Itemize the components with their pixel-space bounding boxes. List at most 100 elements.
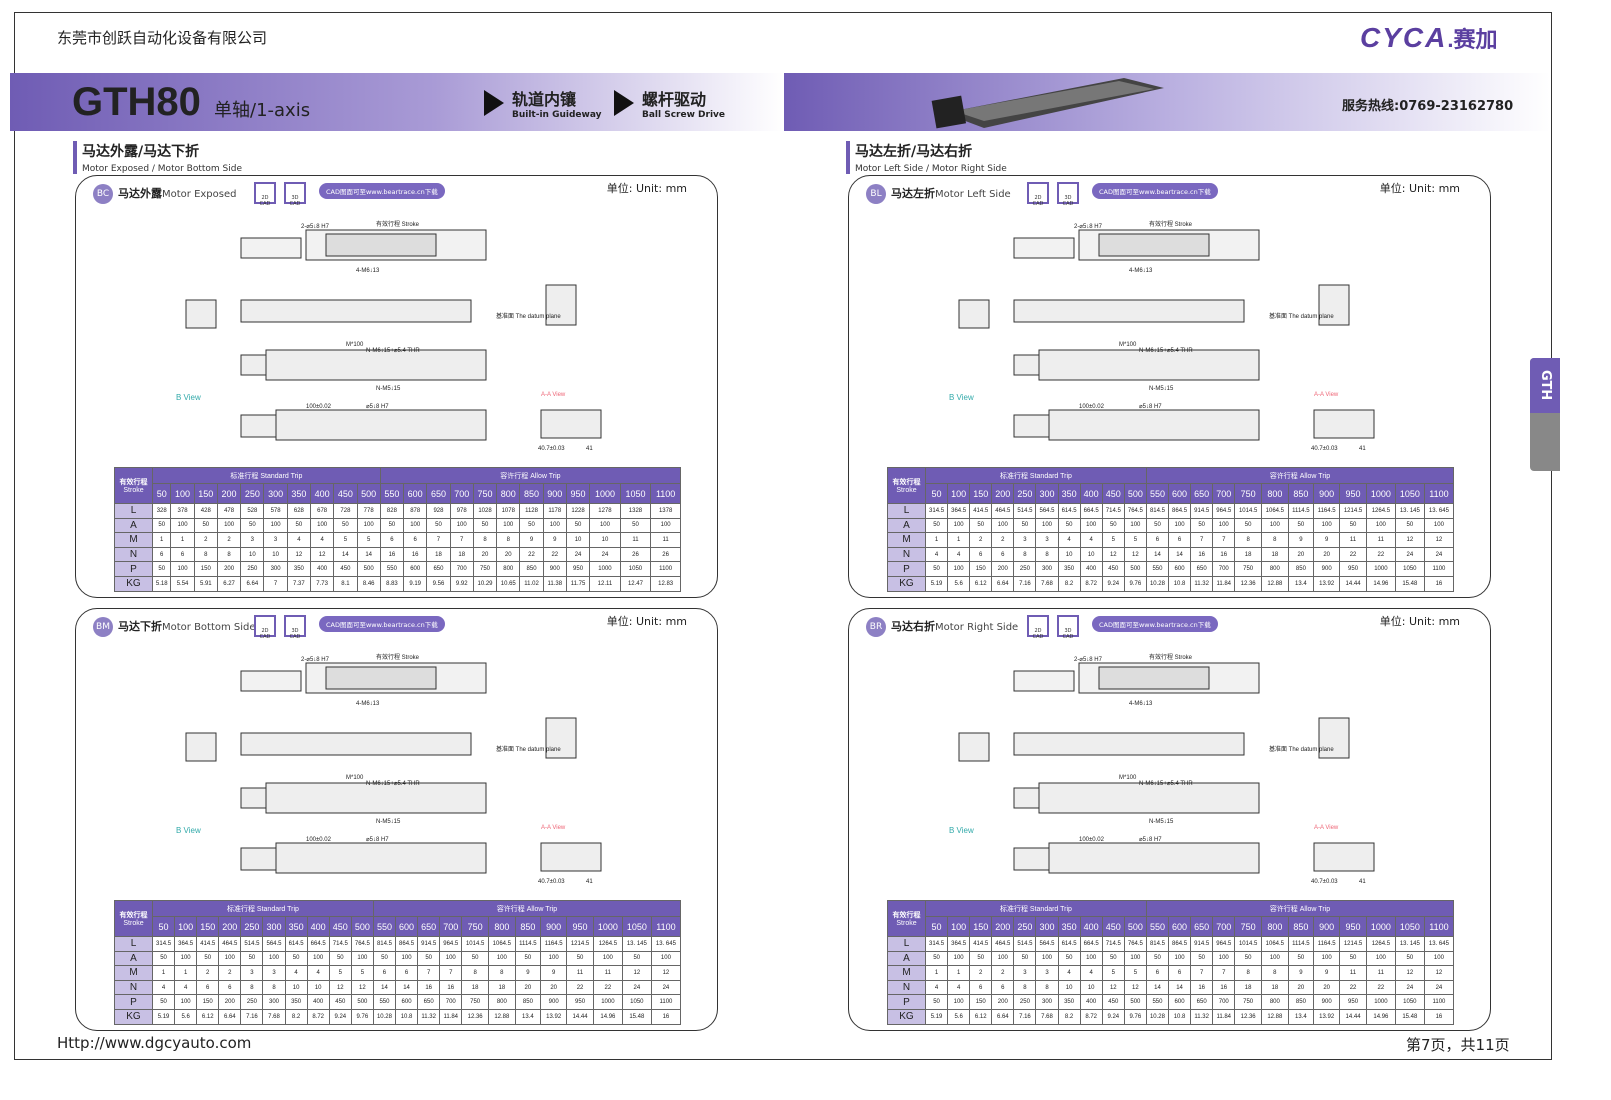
stroke-col: 250 [1013, 916, 1037, 937]
table-cell: 9.24 [1101, 1008, 1125, 1025]
table-cell: 8.83 [379, 575, 405, 592]
cad-3d-icon[interactable]: 3D CAD [284, 615, 306, 640]
table-cell: 50 [240, 950, 264, 967]
table-cell: 12.36 [461, 1008, 489, 1025]
table-cell: 750 [1234, 994, 1262, 1010]
table-cell: 50 [1234, 517, 1262, 534]
table-cell: 5 [356, 532, 381, 548]
datum-label: 基准面 The datum plane [496, 312, 561, 320]
table-cell: 514.5 [1013, 503, 1037, 519]
table-cell: 1 [170, 532, 195, 548]
table-cell: 100 [174, 994, 198, 1010]
b-view-label: B View [176, 826, 201, 835]
table-cell: 50 [196, 950, 220, 967]
cad-2d-icon[interactable]: 2D CAD [254, 615, 276, 640]
table-cell: 7 [449, 532, 474, 548]
row-label: KG [887, 1008, 926, 1025]
cad-2d-icon[interactable]: 2D CAD [1027, 615, 1049, 640]
row-label: M [887, 532, 926, 548]
side-view [185, 717, 577, 762]
stroke-col: 800 [1260, 483, 1289, 504]
stroke-col: 1000 [1365, 483, 1396, 504]
dim-41: 41 [1359, 879, 1366, 885]
table-cell: 6.12 [969, 575, 993, 592]
table-cell: 16 [1423, 1008, 1455, 1025]
table-cell: 1 [924, 965, 949, 981]
table-cell: 1050 [1394, 994, 1425, 1010]
cad-download-link[interactable]: CAD图面可至www.beartrace.cn下载 [319, 616, 445, 632]
table-cell: 400 [309, 561, 335, 577]
table-cell: 26 [650, 546, 681, 563]
table-cell: 11.32 [417, 1008, 441, 1025]
dim-m100: M*100 [346, 342, 364, 348]
table-cell: 100 [309, 517, 335, 534]
table-cell: 100 [439, 950, 463, 967]
table-cell: 350 [1057, 561, 1081, 577]
stroke-col: 950 [1339, 916, 1367, 937]
table-cell: 1100 [1423, 561, 1455, 577]
stroke-col: 550 [1145, 916, 1170, 937]
table-cell: 650 [1190, 994, 1214, 1010]
table-cell: 650 [417, 994, 441, 1010]
table-cell: 11 [592, 965, 623, 981]
table-cell: 500 [356, 561, 381, 577]
cad-download-link[interactable]: CAD图面可至www.beartrace.cn下载 [1092, 183, 1218, 199]
table-cell: 9 [514, 965, 542, 981]
row-label: P [114, 561, 153, 577]
table-cell: 8.2 [284, 1008, 308, 1025]
table-cell: 500 [1123, 561, 1147, 577]
table-cell: 9 [1287, 965, 1315, 981]
table-cell: 928 [426, 503, 451, 519]
triangle-icon [484, 90, 504, 116]
table-cell: 6 [395, 965, 419, 981]
table-cell: 50 [472, 517, 498, 534]
table-cell: 10 [1057, 546, 1081, 563]
table-cell: 7.16 [1013, 1008, 1037, 1025]
table-cell: 314.5 [151, 936, 176, 952]
table-cell: 12 [286, 546, 312, 563]
stroke-col: 550 [379, 483, 405, 504]
table-cell: 100 [403, 517, 428, 534]
table-cell: 14.96 [1365, 1008, 1396, 1025]
cad-2d-icon[interactable]: 2D CAD [254, 182, 276, 207]
table-cell: 100 [1168, 517, 1192, 534]
table-cell: 364.5 [174, 936, 198, 952]
cad-3d-icon[interactable]: 3D CAD [284, 182, 306, 207]
table-cell: 578 [263, 503, 288, 519]
cad-3d-icon[interactable]: 3D CAD [1057, 182, 1079, 207]
table-cell: 100 [174, 950, 198, 967]
cad-download-link[interactable]: CAD图面可至www.beartrace.cn下载 [319, 183, 445, 199]
footer-url[interactable]: Http://www.dgcyauto.com [57, 1034, 252, 1052]
table-cell: 878 [403, 503, 428, 519]
dim-nm5: N-M5↓15 [1149, 819, 1174, 825]
table-cell: 50 [1339, 950, 1367, 967]
side-tab[interactable]: GTH [1530, 358, 1560, 471]
table-cell: 22 [1365, 979, 1396, 996]
stroke-col: 200 [991, 483, 1015, 504]
dim-stroke: 有效行程 Stroke [376, 653, 420, 661]
table-cell: 100 [1423, 517, 1455, 534]
dim-nm6: N-M6↓15+⌀5.4 THR [1139, 348, 1193, 354]
table-cell: 8 [1013, 546, 1037, 563]
bottom-view [240, 349, 487, 381]
company-name: 东莞市创跃自动化设备有限公司 [57, 29, 268, 47]
table-cell: 13. 645 [1423, 503, 1455, 519]
table-cell: 100 [1168, 950, 1192, 967]
cad-download-link[interactable]: CAD图面可至www.beartrace.cn下载 [1092, 616, 1218, 632]
dim-41: 41 [586, 446, 593, 452]
cad-2d-icon[interactable]: 2D CAD [1027, 182, 1049, 207]
table-cell: 9 [1313, 532, 1341, 548]
table-cell: 1164.5 [1313, 936, 1341, 952]
table-cell: 4 [284, 965, 308, 981]
table-cell: 13.4 [1287, 575, 1315, 592]
cad-3d-icon[interactable]: 3D CAD [1057, 615, 1079, 640]
table-cell: 20 [1287, 979, 1315, 996]
dim-4m6: 4-M6↓13 [356, 268, 380, 274]
stroke-col: 750 [472, 483, 498, 504]
allow-trip-header: 容许行程 Allow Trip [1145, 467, 1455, 484]
table-cell: 100 [650, 517, 681, 534]
